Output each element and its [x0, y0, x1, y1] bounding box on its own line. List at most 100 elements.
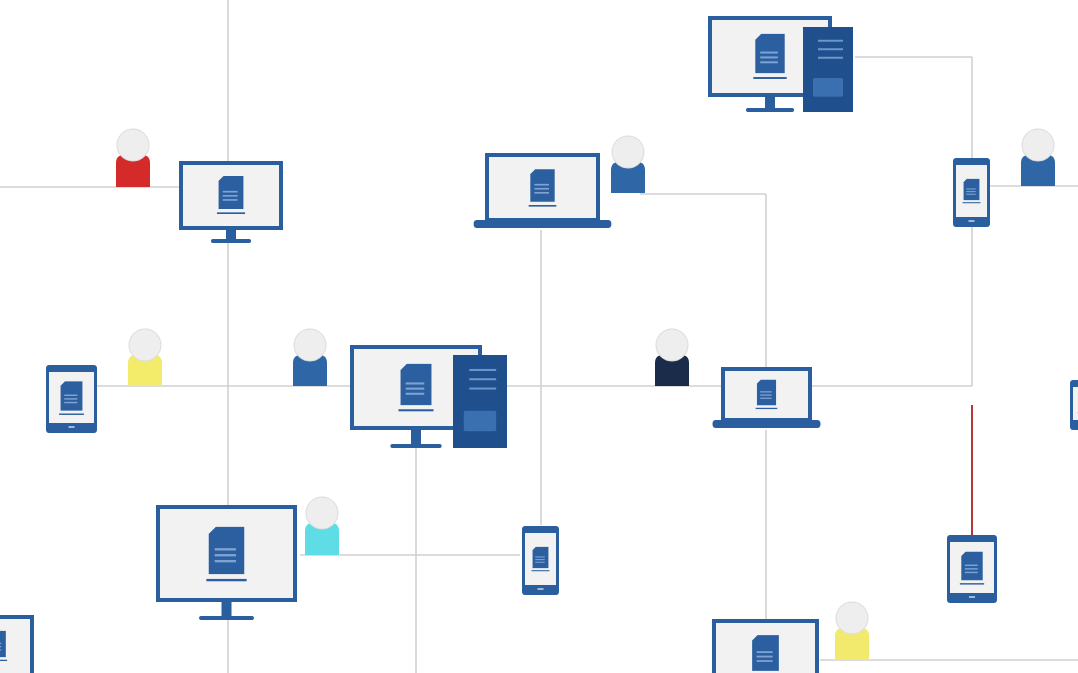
user-avatar — [655, 328, 689, 386]
user-body — [1021, 155, 1055, 186]
monitor — [179, 161, 283, 243]
document-text-line — [756, 660, 773, 662]
phone — [522, 526, 559, 595]
document-text-line — [534, 183, 549, 186]
laptop — [712, 367, 821, 428]
document-text-line — [222, 194, 238, 197]
document-text-line — [214, 548, 236, 551]
tablet-button — [68, 426, 75, 428]
tower-slot — [818, 56, 843, 59]
document-underline — [398, 409, 434, 412]
tower-slot — [818, 48, 843, 51]
tablet — [947, 535, 997, 603]
document-underline — [206, 578, 247, 582]
monitor — [156, 505, 297, 620]
document-icon — [0, 630, 6, 658]
document-underline — [528, 205, 557, 207]
monitor-base — [746, 108, 794, 112]
document-text-line — [64, 398, 78, 400]
user-body — [611, 162, 645, 193]
tower-case — [453, 355, 507, 448]
tablet — [1070, 380, 1078, 430]
user-avatar — [1021, 128, 1055, 186]
user-body — [128, 355, 162, 386]
document-text-line — [966, 188, 976, 190]
document-text-line — [535, 556, 545, 558]
document-text-line — [756, 651, 773, 653]
document-underline — [531, 570, 550, 572]
tower-slot — [469, 378, 497, 381]
user-head — [293, 328, 327, 362]
monitor-stand — [221, 600, 232, 616]
monitor — [712, 619, 819, 673]
document-text-line — [0, 642, 2, 644]
user-head — [835, 601, 869, 635]
tower-slot — [469, 387, 497, 390]
document-text-line — [760, 394, 772, 396]
user-avatar — [305, 496, 339, 555]
tower-slot — [818, 39, 843, 42]
monitor-base — [211, 239, 251, 243]
document-text-line — [222, 190, 238, 193]
user-head — [116, 128, 150, 162]
document-text-line — [0, 645, 2, 648]
monitor — [0, 615, 34, 673]
document-underline — [753, 77, 787, 79]
document-text-line — [760, 51, 778, 54]
document-text-line — [964, 571, 978, 574]
user-body — [305, 523, 339, 555]
tablet-display — [1073, 387, 1078, 420]
document-underline — [962, 202, 981, 204]
monitor-base — [199, 616, 254, 620]
document-text-line — [0, 649, 2, 651]
laptop-base — [473, 220, 612, 228]
document-underline — [59, 413, 84, 415]
tower-panel — [813, 78, 843, 97]
user-body — [116, 155, 150, 187]
laptop — [473, 153, 612, 228]
document-text-line — [214, 559, 236, 563]
laptop-base — [712, 420, 821, 428]
document-text-line — [760, 397, 772, 399]
document-text-line — [756, 655, 773, 658]
monitor-stand — [411, 428, 421, 444]
user-head — [1021, 128, 1055, 162]
user-head — [611, 135, 645, 169]
document-underline — [959, 583, 985, 585]
document-text-line — [534, 187, 549, 190]
document-text-line — [534, 192, 549, 194]
user-avatar — [128, 328, 162, 386]
document-text-line — [760, 391, 772, 393]
tower-slot — [469, 368, 497, 371]
document-underline — [216, 212, 246, 215]
document-text-line — [966, 193, 976, 195]
user-avatar — [116, 128, 150, 187]
phone — [953, 158, 990, 227]
tower-panel — [463, 410, 497, 432]
phone-button — [537, 588, 544, 590]
user-avatar — [835, 601, 869, 660]
document-text-line — [964, 564, 978, 566]
document-underline — [755, 407, 778, 410]
tablet-button — [969, 596, 975, 598]
document-text-line — [405, 392, 425, 395]
document-underline — [0, 659, 8, 662]
document-text-line — [222, 199, 238, 201]
document-text-line — [760, 56, 778, 59]
monitor-base — [390, 444, 442, 448]
user-head — [128, 328, 162, 362]
user-avatar — [293, 328, 327, 386]
user-head — [655, 328, 689, 362]
document-text-line — [964, 568, 978, 570]
monitor-stand — [765, 95, 775, 108]
document-text-line — [64, 394, 78, 396]
document-text-line — [405, 382, 425, 385]
user-body — [293, 355, 327, 386]
document-text-line — [405, 387, 425, 390]
user-avatar — [611, 135, 645, 193]
user-head — [305, 496, 339, 530]
tablet — [46, 365, 97, 433]
document-text-line — [535, 561, 545, 563]
